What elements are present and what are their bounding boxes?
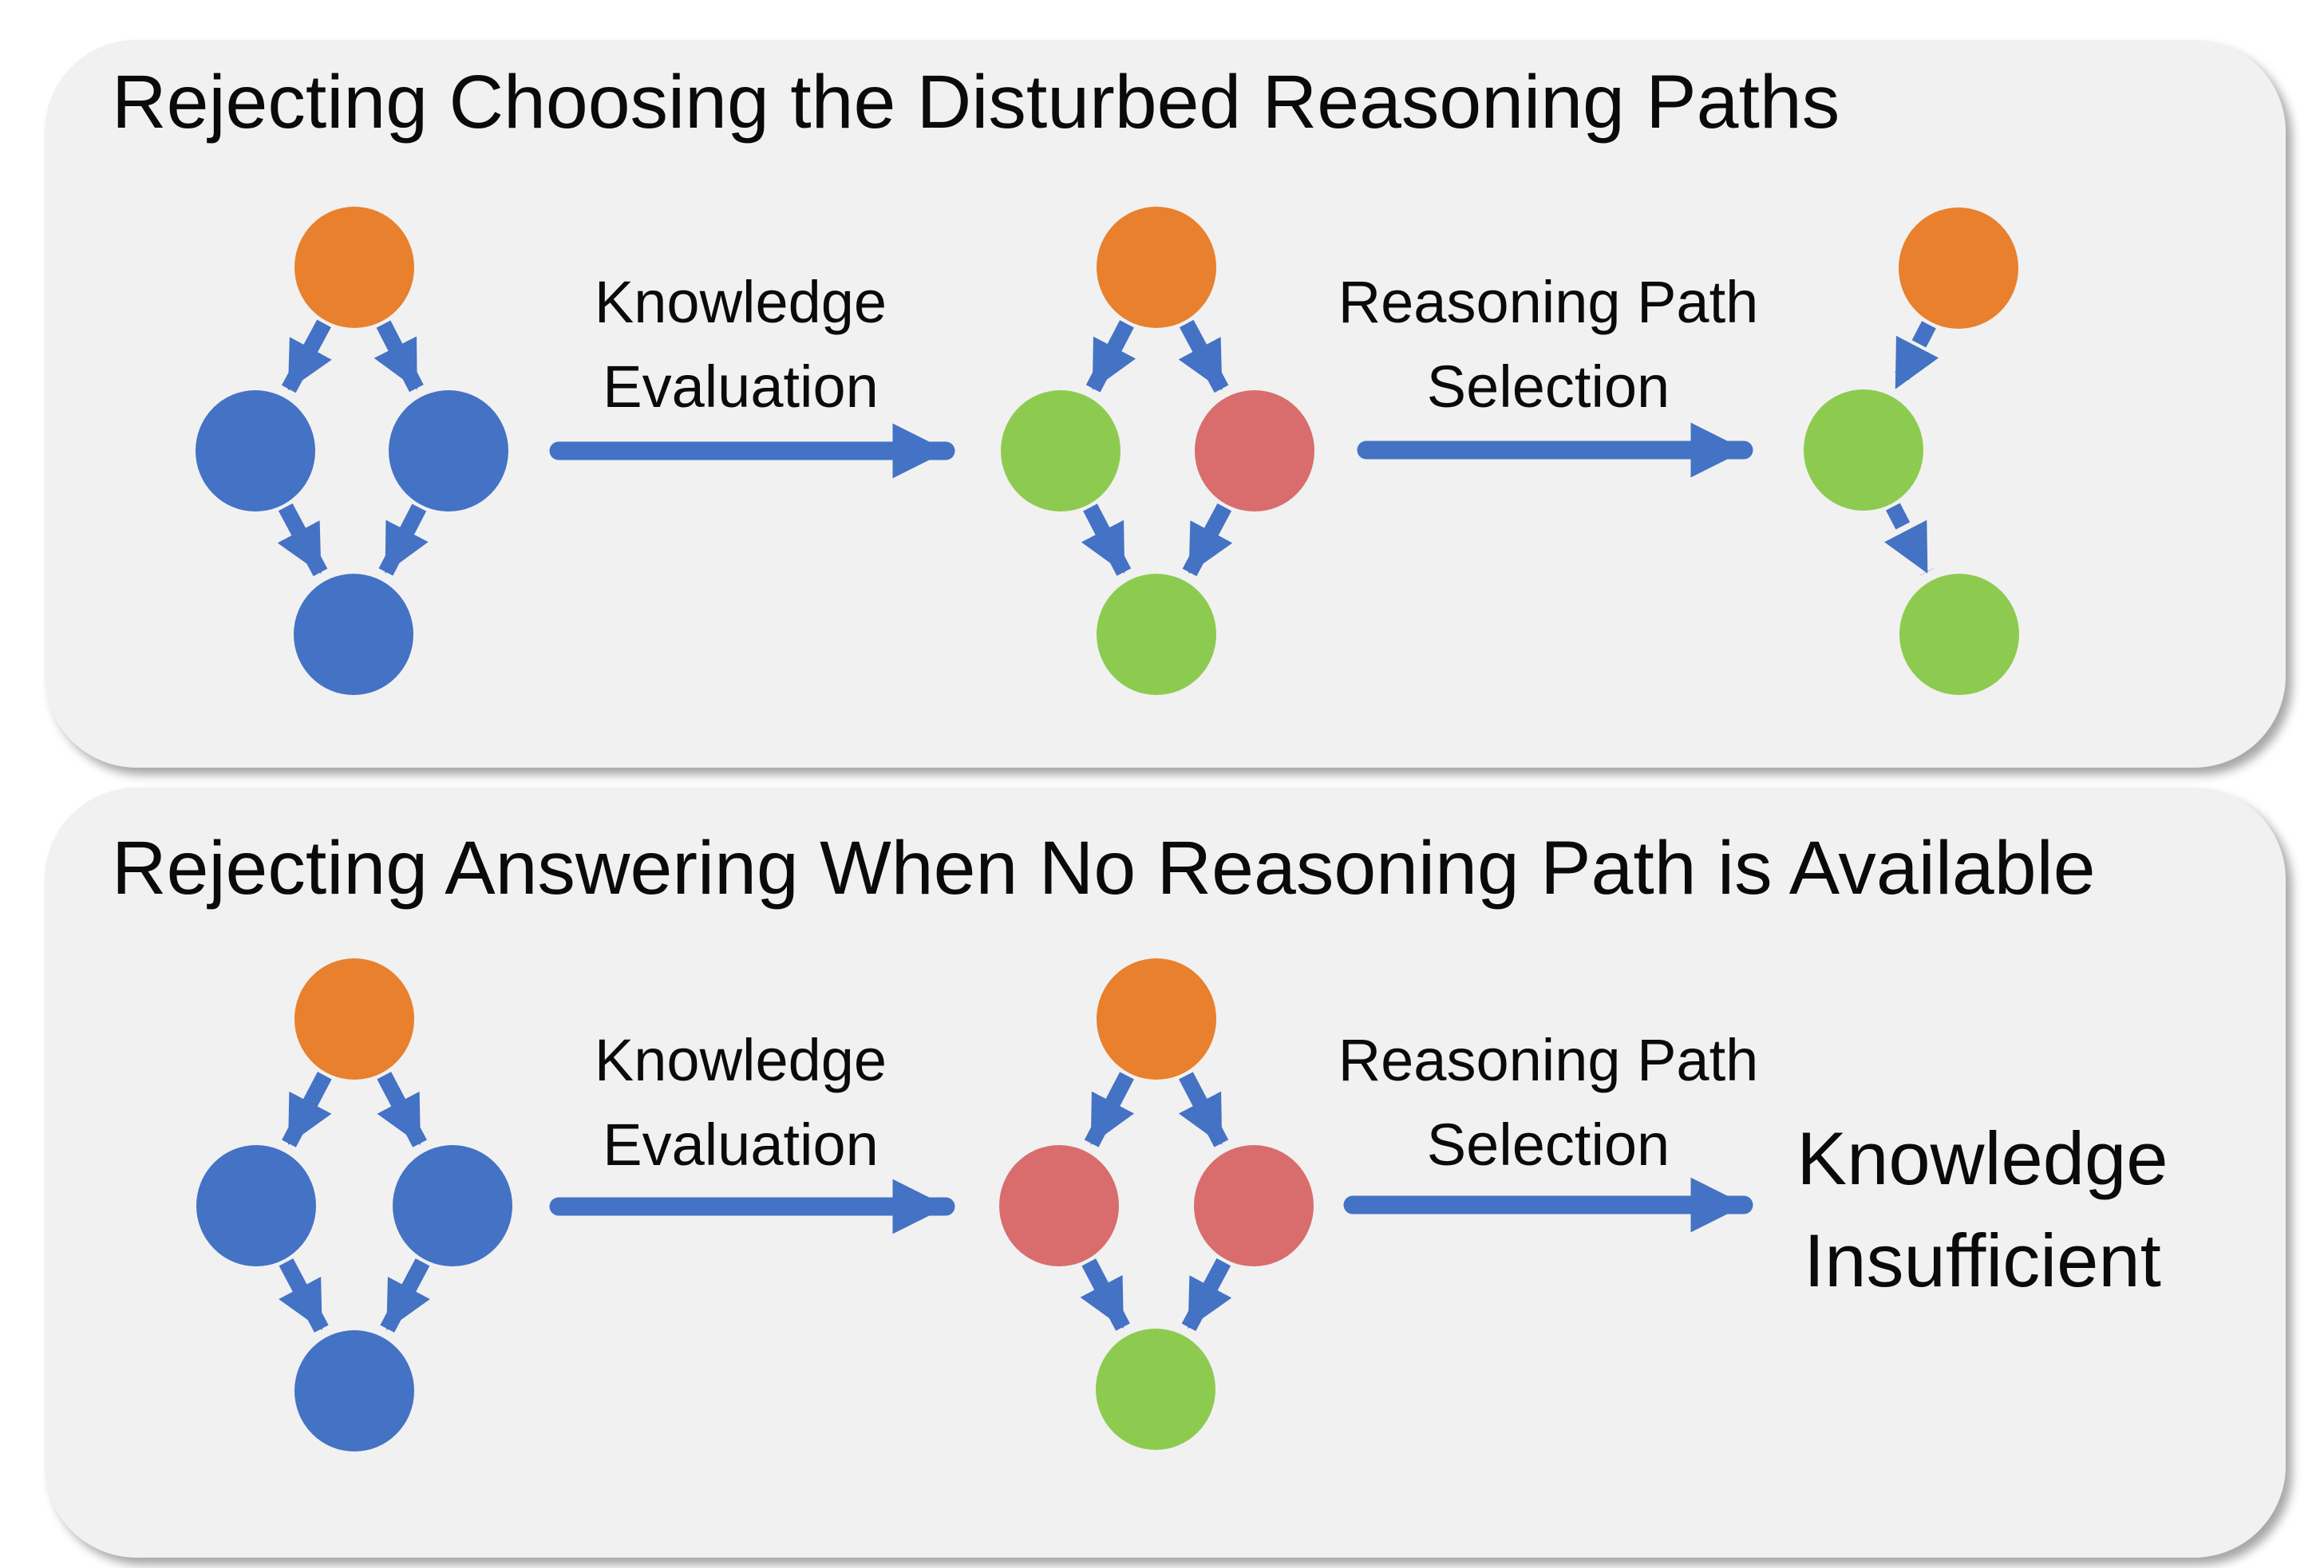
label-line: Selection <box>1426 1112 1670 1178</box>
label-line: Evaluation <box>603 1112 879 1178</box>
label-reasoning-path-selection-bottom: Reasoning Path Selection <box>1338 1018 1759 1187</box>
panel1-title: Rejecting Choosing the Disturbed Reasoni… <box>112 60 1840 144</box>
panel-rejecting-disturbed-paths <box>45 40 2286 768</box>
label-knowledge-evaluation-bottom: Knowledge Evaluation <box>595 1018 887 1187</box>
label-knowledge-evaluation-top: Knowledge Evaluation <box>595 260 887 429</box>
label-line: Knowledge <box>594 1027 887 1093</box>
result-line: Insufficient <box>1804 1218 2161 1302</box>
label-line: Knowledge <box>594 269 887 335</box>
panel2-title: Rejecting Answering When No Reasoning Pa… <box>112 826 2096 910</box>
label-reasoning-path-selection-top: Reasoning Path Selection <box>1338 260 1759 429</box>
result-line: Knowledge <box>1796 1116 2168 1200</box>
knowledge-insufficient-text: Knowledge Insufficient <box>1796 1108 2168 1312</box>
label-line: Selection <box>1426 353 1670 420</box>
label-line: Evaluation <box>603 353 879 420</box>
label-line: Reasoning Path <box>1338 1027 1759 1093</box>
label-line: Reasoning Path <box>1338 269 1759 335</box>
